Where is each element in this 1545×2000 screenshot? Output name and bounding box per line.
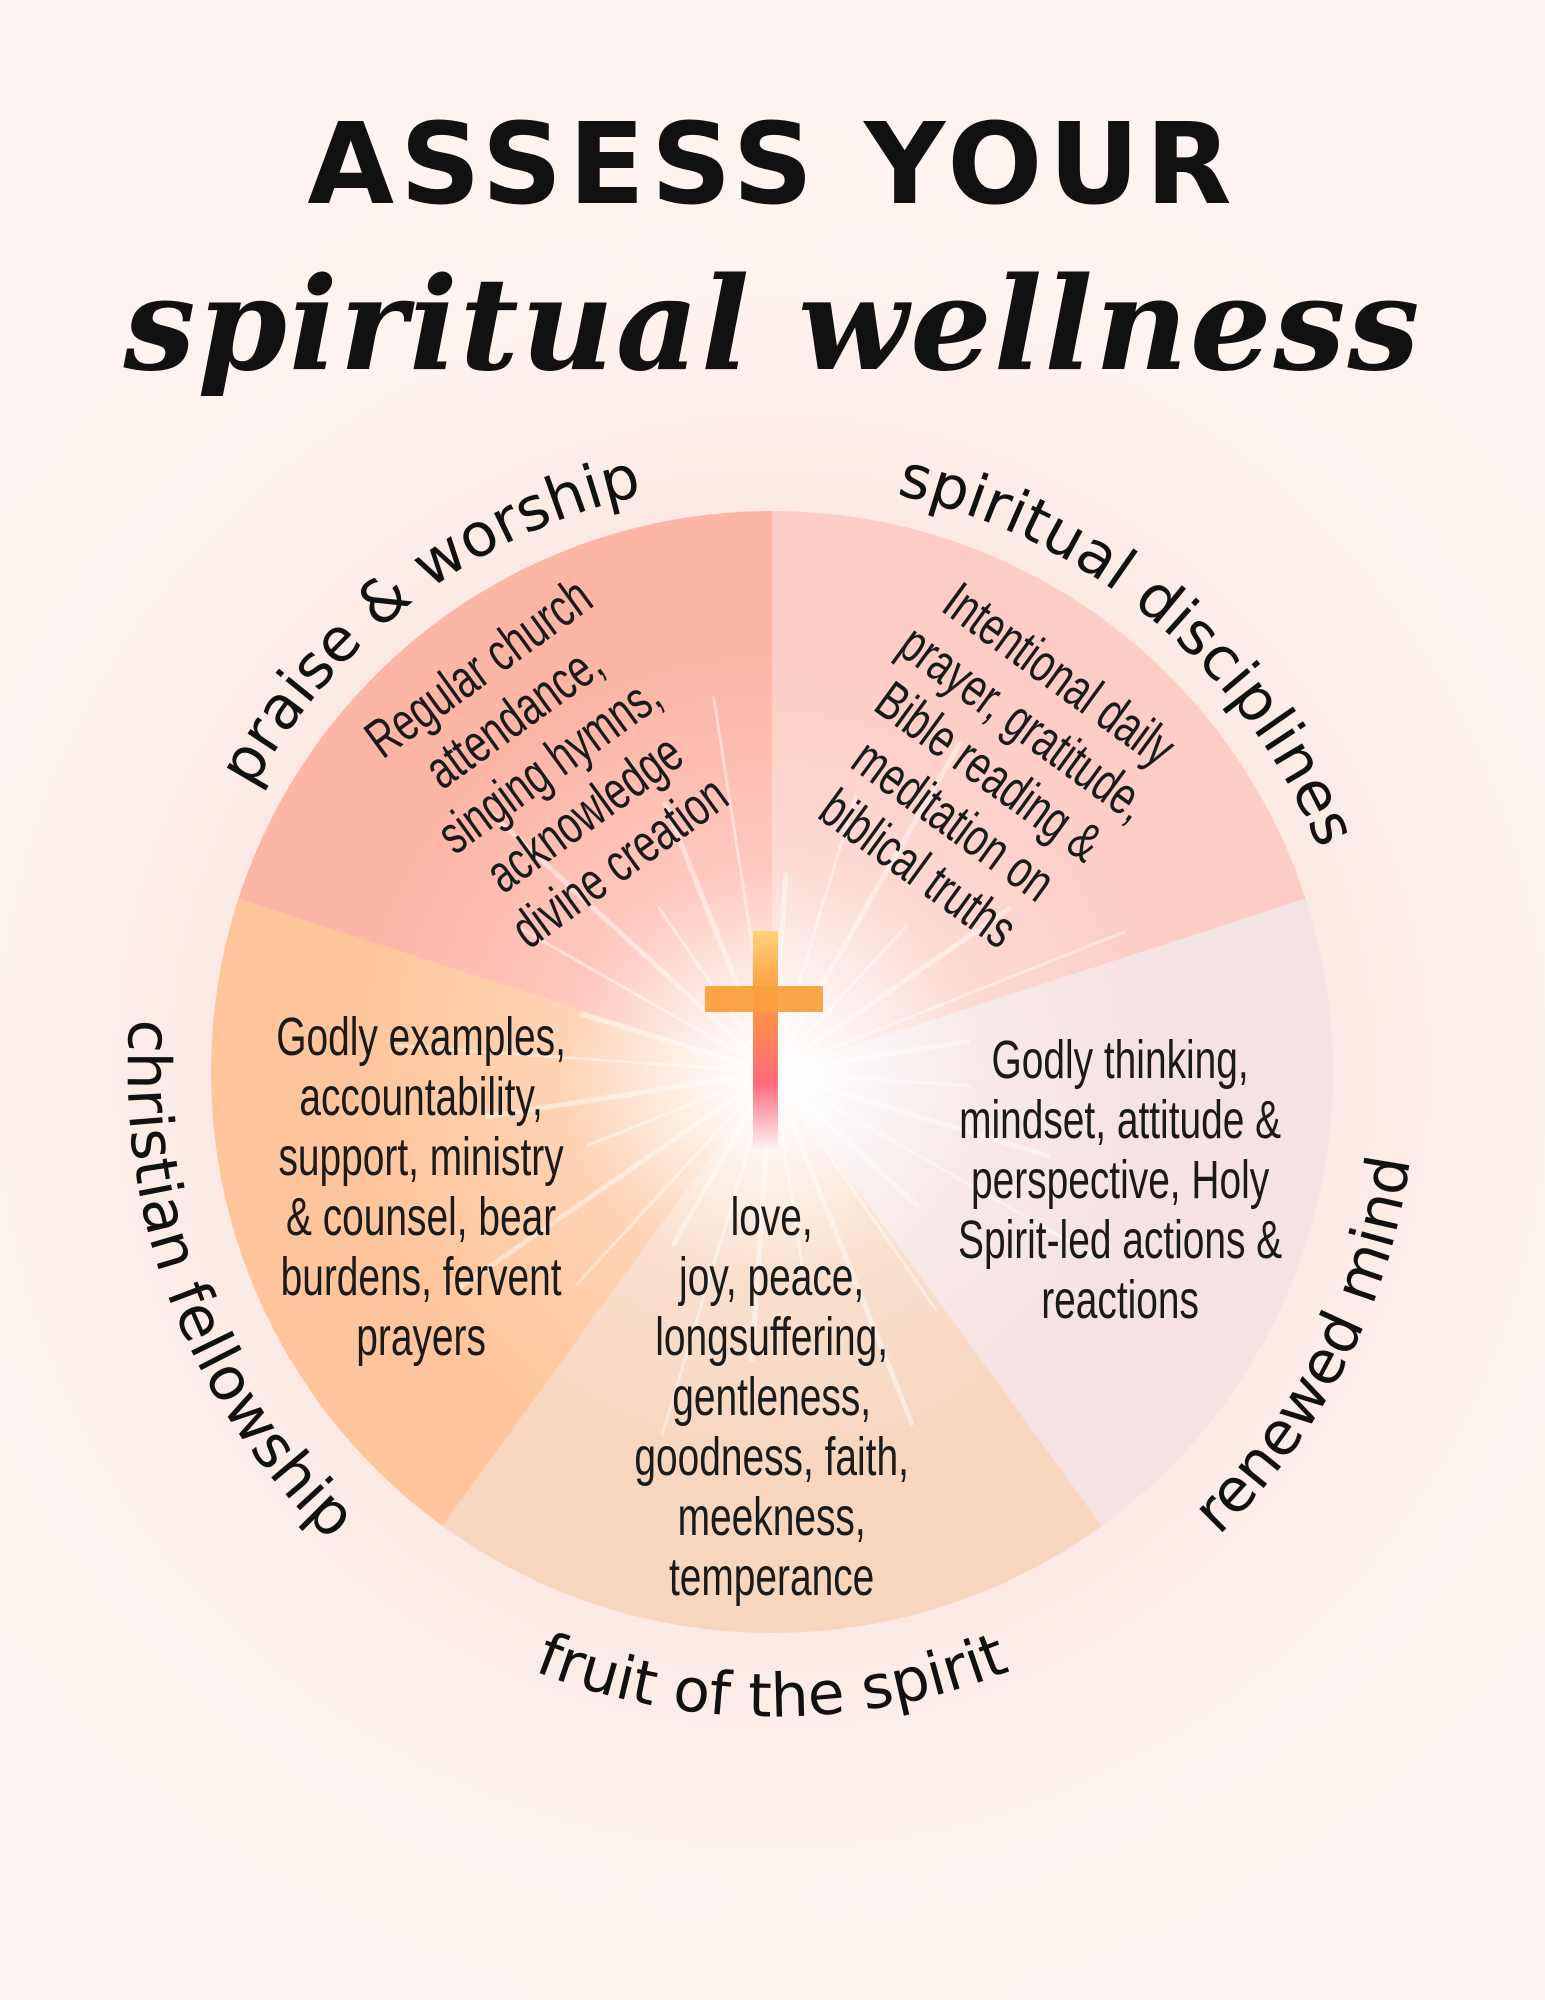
label-fruit-of-the-spirit: fruit of the spirit (528, 1619, 1016, 1731)
cross-icon (705, 931, 823, 1148)
description-renewed-mind: Godly thinking, mindset, attitude & pers… (957, 1030, 1283, 1330)
title-line-1: ASSESS YOUR (307, 100, 1238, 230)
title-line-2: spiritual wellness (123, 250, 1422, 400)
description-christian-fellowship: Godly examples, accountability, support,… (276, 1007, 566, 1367)
description-fruit-of-the-spirit: love, joy, peace, longsuffering, gentlen… (634, 1187, 910, 1607)
